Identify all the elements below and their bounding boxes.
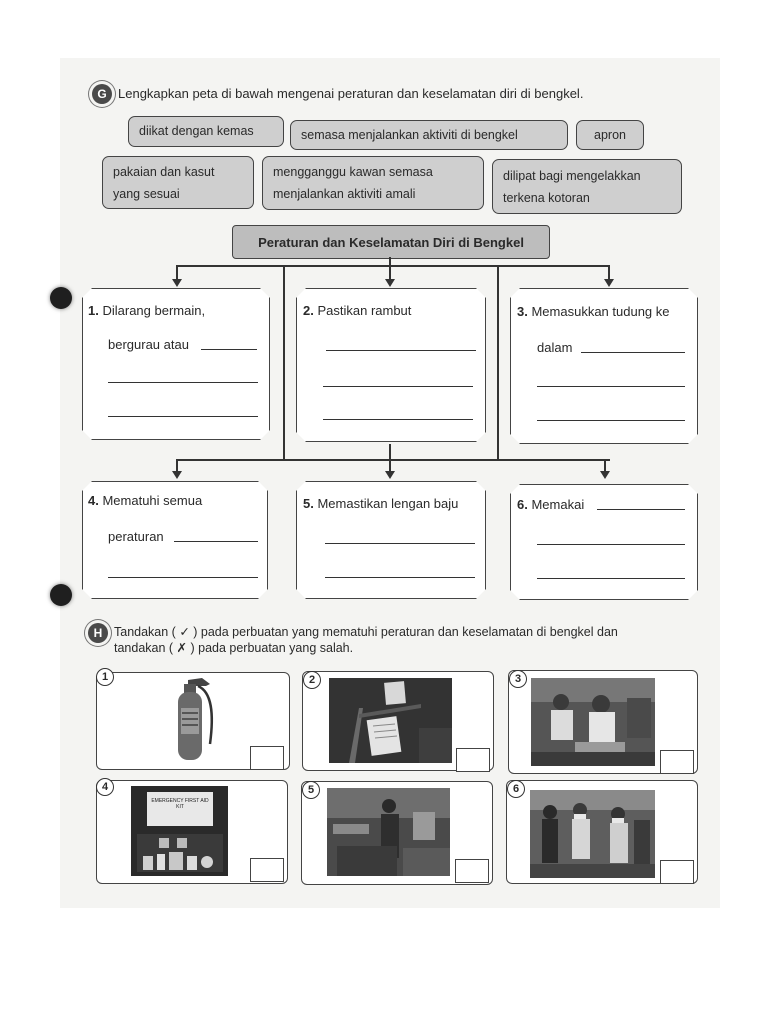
photo-number-2: 2 [303,671,321,689]
section-g-badge: G [92,84,112,104]
answer-line[interactable] [326,350,476,351]
rule-5-text: Memastikan lengan baju [317,496,459,511]
connector-line [608,265,610,279]
rule-4-text: Mematuhi semua [102,493,203,508]
rule-1-text: Dilarang bermain, [102,303,206,318]
photo-number-4: 4 [96,778,114,796]
rule-box-1 [82,288,270,440]
arrow-head [600,471,610,479]
word-bank-item: apron [576,120,644,150]
answer-line[interactable] [325,577,475,578]
connector-line [389,265,391,279]
word-bank-item: pakaian dan kasut yang sesuai [102,156,254,209]
rule-4-line1: 4. Mematuhi semua [88,493,202,508]
answer-tick-box-2[interactable] [456,748,490,772]
first-aid-kit-text: EMERGENCY FIRST AID KIT [151,798,209,810]
answer-line[interactable] [597,509,685,510]
answer-line[interactable] [174,541,258,542]
rule-4-number: 4. [88,493,99,508]
photo-number-3: 3 [509,670,527,688]
answer-line[interactable] [323,419,473,420]
arrow-head [604,279,614,287]
answer-tick-box-4[interactable] [250,858,284,882]
rule-4-line2: peraturan [108,529,164,544]
section-h-instruction-line1: Tandakan ( ✓ ) pada perbuatan yang memat… [114,625,618,639]
word-bank-item: dilipat bagi mengelakkan terkena kotoran [492,159,682,214]
connector-line [176,265,610,267]
rule-box-2 [296,288,486,442]
rule-3-line1: 3. Memasukkan tudung ke [517,304,670,319]
connector-line [176,459,178,471]
word-bank-item: semasa menjalankan aktiviti di bengkel [290,120,568,150]
binder-hole-top [50,287,72,309]
word-bank-item: mengganggu kawan semasa menjalankan akti… [262,156,484,210]
map-title: Peraturan dan Keselamatan Diri di Bengke… [232,225,550,259]
rule-6-text: Memakai [531,497,585,512]
connector-line [604,459,606,471]
answer-line[interactable] [108,577,258,578]
rule-box-6 [510,484,698,600]
workshop-tools-image [329,678,452,763]
fire-extinguisher-image [162,674,222,764]
section-g-instruction: Lengkapkan peta di bawah mengenai peratu… [118,86,584,101]
section-h-instruction-line2: tandakan ( ✗ ) pada perbuatan yang salah… [114,641,354,655]
rule-3-line2: dalam [537,340,573,355]
students-masks-image [530,790,655,878]
workshop-room-image [327,788,450,876]
rule-1-number: 1. [88,303,99,318]
answer-line[interactable] [537,386,685,387]
answer-tick-box-6[interactable] [660,860,694,884]
rule-6-line1: 6. Memakai [517,497,584,512]
connector-line [389,257,391,265]
rule-1-line2: bergurau atau [108,337,189,352]
rule-3-text: Memasukkan tudung ke [531,304,670,319]
photo-number-6: 6 [507,780,525,798]
photo-number-5: 5 [302,781,320,799]
rule-box-5 [296,481,486,599]
rule-2-text: Pastikan rambut [317,303,412,318]
rule-box-4 [82,481,268,599]
answer-line[interactable] [581,352,685,353]
answer-line[interactable] [108,416,258,417]
rule-3-number: 3. [517,304,528,319]
section-h-badge: H [88,623,108,643]
rule-1-line1: 1. Dilarang bermain, [88,303,205,318]
answer-line[interactable] [537,420,685,421]
first-aid-kit-image: EMERGENCY FIRST AID KIT [131,786,228,876]
rule-6-number: 6. [517,497,528,512]
word-bank-item: diikat dengan kemas [128,116,284,147]
answer-line[interactable] [537,578,685,579]
answer-line[interactable] [325,543,475,544]
connector-line [283,265,285,460]
connector-line [389,444,391,471]
arrow-head [172,279,182,287]
students-working-image [531,678,655,766]
rule-5-number: 5. [303,496,314,511]
rule-5-line1: 5. Memastikan lengan baju [303,496,458,511]
answer-line[interactable] [201,349,257,350]
answer-line[interactable] [108,382,258,383]
photo-number-1: 1 [96,668,114,686]
first-aid-kit-label: EMERGENCY FIRST AID KIT [147,792,213,826]
answer-tick-box-3[interactable] [660,750,694,774]
rule-box-3 [510,288,698,444]
arrow-head [385,279,395,287]
answer-tick-box-1[interactable] [250,746,284,770]
connector-line [176,265,178,279]
answer-line[interactable] [537,544,685,545]
connector-line [176,459,610,461]
binder-hole-bottom [50,584,72,606]
answer-line[interactable] [323,386,473,387]
connector-line [497,265,499,460]
rule-2-line1: 2. Pastikan rambut [303,303,411,318]
arrow-head [385,471,395,479]
rule-2-number: 2. [303,303,314,318]
arrow-head [172,471,182,479]
answer-tick-box-5[interactable] [455,859,489,883]
